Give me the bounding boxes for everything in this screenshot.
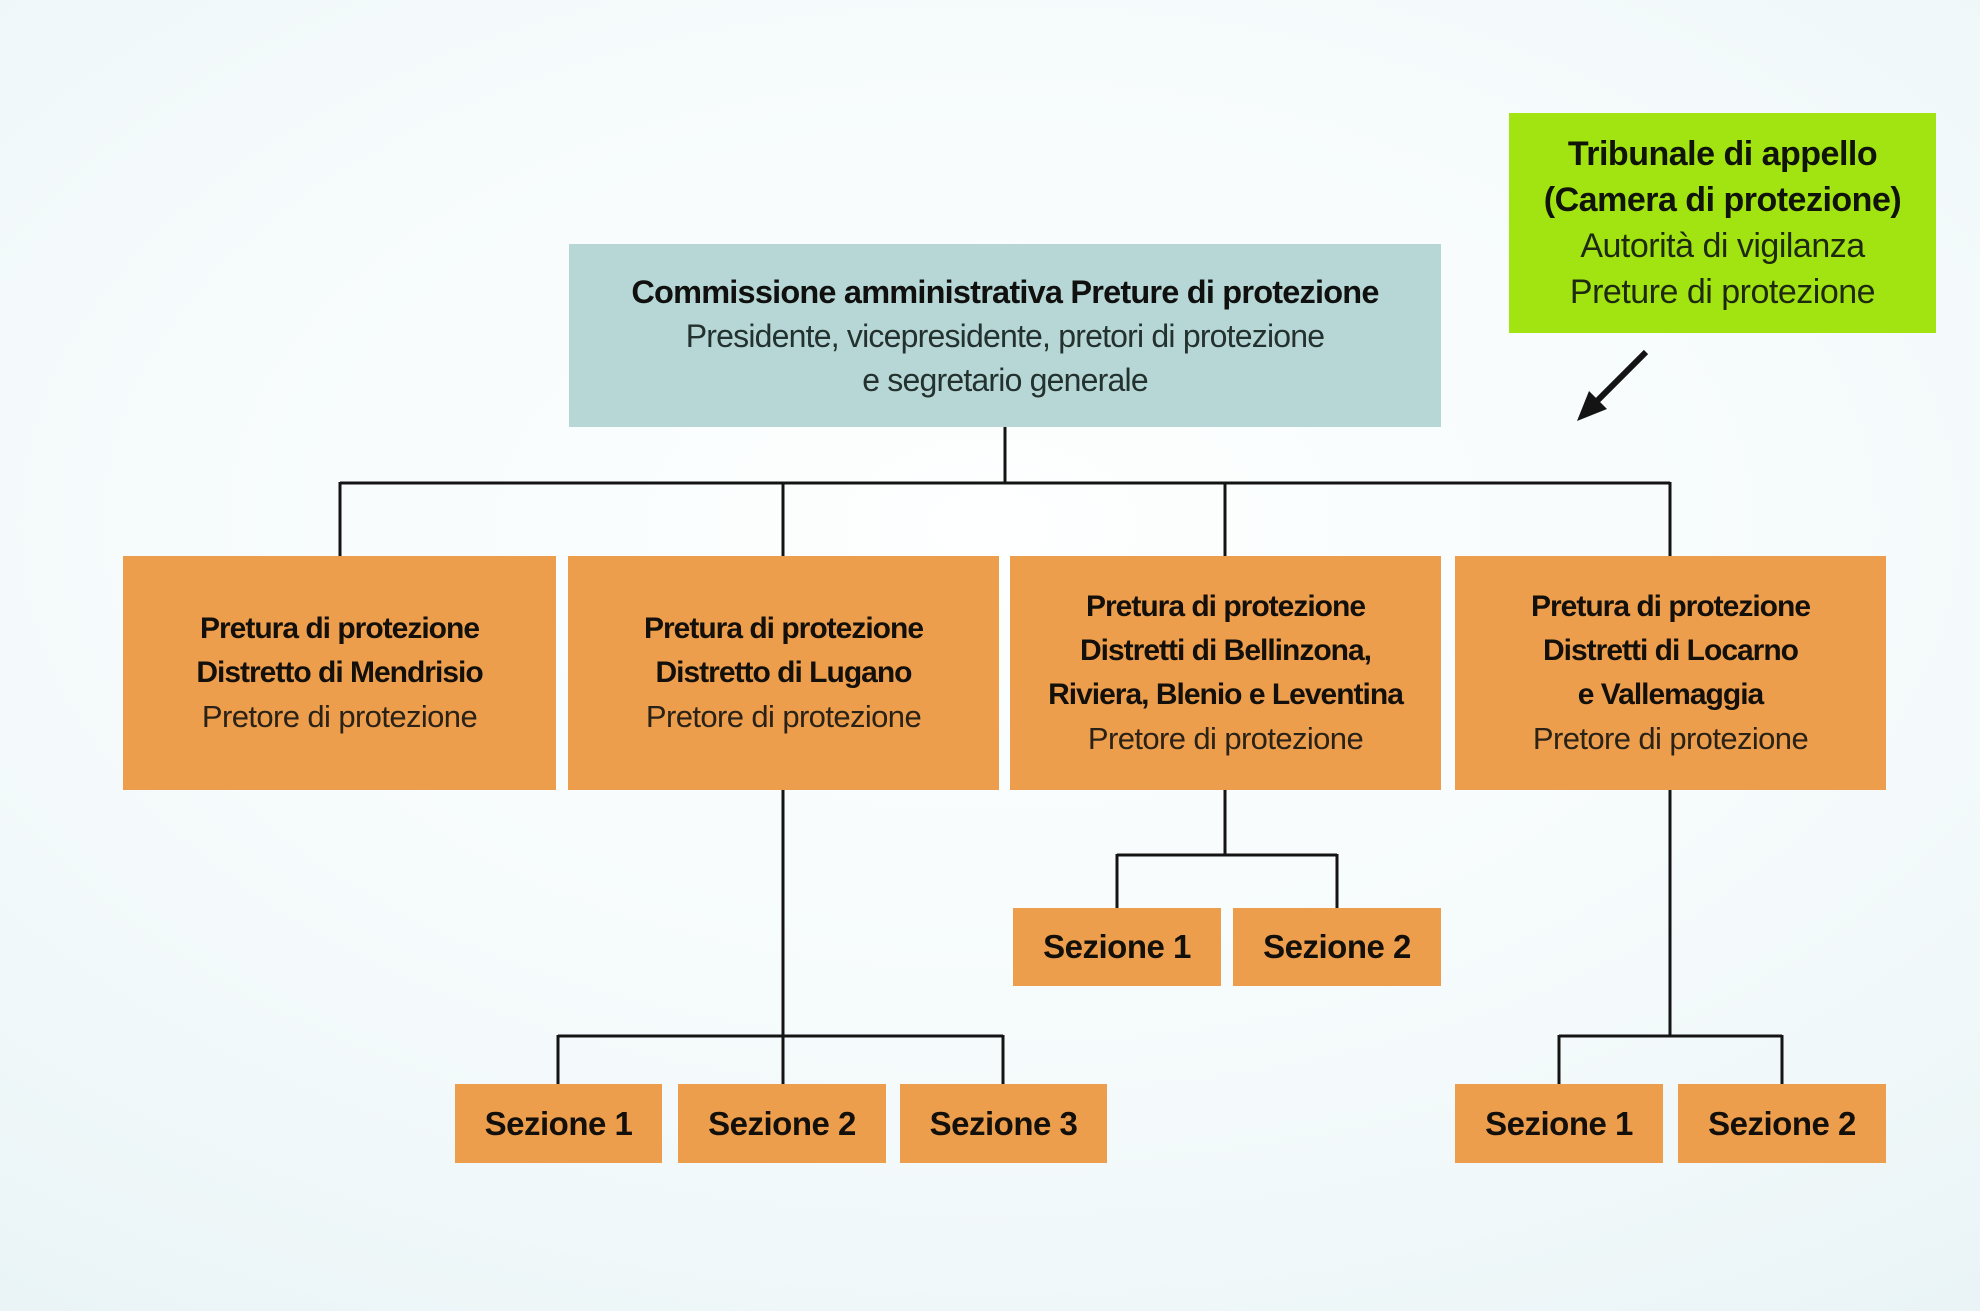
node-title: Distretto di Lugano <box>655 656 913 689</box>
node-pretura-mendrisio: Pretura di protezione Distretto di Mendr… <box>123 556 556 790</box>
node-commissione-amministrativa: Commissione amministrativa Preture di pr… <box>569 244 1441 427</box>
node-subtitle: Pretore di protezione <box>201 699 478 734</box>
node-bellinzona-sezione-2: Sezione 2 <box>1233 908 1441 986</box>
node-title: (Camera di protezione) <box>1543 181 1902 219</box>
tree-top-connectors <box>338 427 1784 1084</box>
node-title: Commissione amministrativa Preture di pr… <box>631 273 1379 310</box>
node-lugano-sezione-2: Sezione 2 <box>678 1084 886 1163</box>
node-locarno-sezione-1: Sezione 1 <box>1455 1084 1663 1163</box>
node-title: Pretura di protezione <box>643 612 924 645</box>
node-locarno-sezione-2: Sezione 2 <box>1678 1084 1886 1163</box>
node-subtitle: e segretario generale <box>862 361 1148 398</box>
node-title: Sezione 1 <box>1043 928 1191 965</box>
node-title: Distretti di Bellinzona, <box>1079 634 1372 667</box>
node-title: Sezione 3 <box>929 1104 1078 1142</box>
node-title: Sezione 2 <box>1708 1104 1856 1142</box>
node-subtitle: Pretore di protezione <box>645 699 922 734</box>
node-title: Sezione 2 <box>708 1104 856 1142</box>
node-title: Sezione 1 <box>484 1104 633 1142</box>
node-bellinzona-sezione-1: Sezione 1 <box>1013 908 1221 986</box>
arrow-down-left-icon <box>1577 349 1649 421</box>
node-subtitle: Pretore di protezione <box>1532 721 1809 756</box>
node-title: Pretura di protezione <box>1085 590 1366 623</box>
node-subtitle: Autorità di vigilanza <box>1580 227 1865 265</box>
node-title: Pretura di protezione <box>199 612 480 645</box>
node-lugano-sezione-1: Sezione 1 <box>455 1084 662 1163</box>
node-subtitle: Preture di protezione <box>1569 273 1876 311</box>
node-title: Distretto di Mendrisio <box>196 656 483 689</box>
node-subtitle: Presidente, vicepresidente, pretori di p… <box>685 317 1325 354</box>
node-title: Distretti di Locarno <box>1542 634 1799 667</box>
node-tribunale-di-appello: Tribunale di appello (Camera di protezio… <box>1509 113 1936 333</box>
node-title: Sezione 2 <box>1263 928 1411 965</box>
node-lugano-sezione-3: Sezione 3 <box>900 1084 1107 1163</box>
node-title: Pretura di protezione <box>1530 590 1811 623</box>
node-title: e Vallemaggia <box>1577 678 1764 711</box>
node-pretura-bellinzona: Pretura di protezione Distretti di Belli… <box>1010 556 1441 790</box>
node-title: Riviera, Blenio e Leventina <box>1048 678 1404 711</box>
node-subtitle: Pretore di protezione <box>1087 721 1364 756</box>
node-pretura-lugano: Pretura di protezione Distretto di Lugan… <box>568 556 999 790</box>
node-pretura-locarno: Pretura di protezione Distretti di Locar… <box>1455 556 1886 790</box>
node-title: Tribunale di appello <box>1567 135 1878 173</box>
node-title: Sezione 1 <box>1485 1104 1633 1142</box>
